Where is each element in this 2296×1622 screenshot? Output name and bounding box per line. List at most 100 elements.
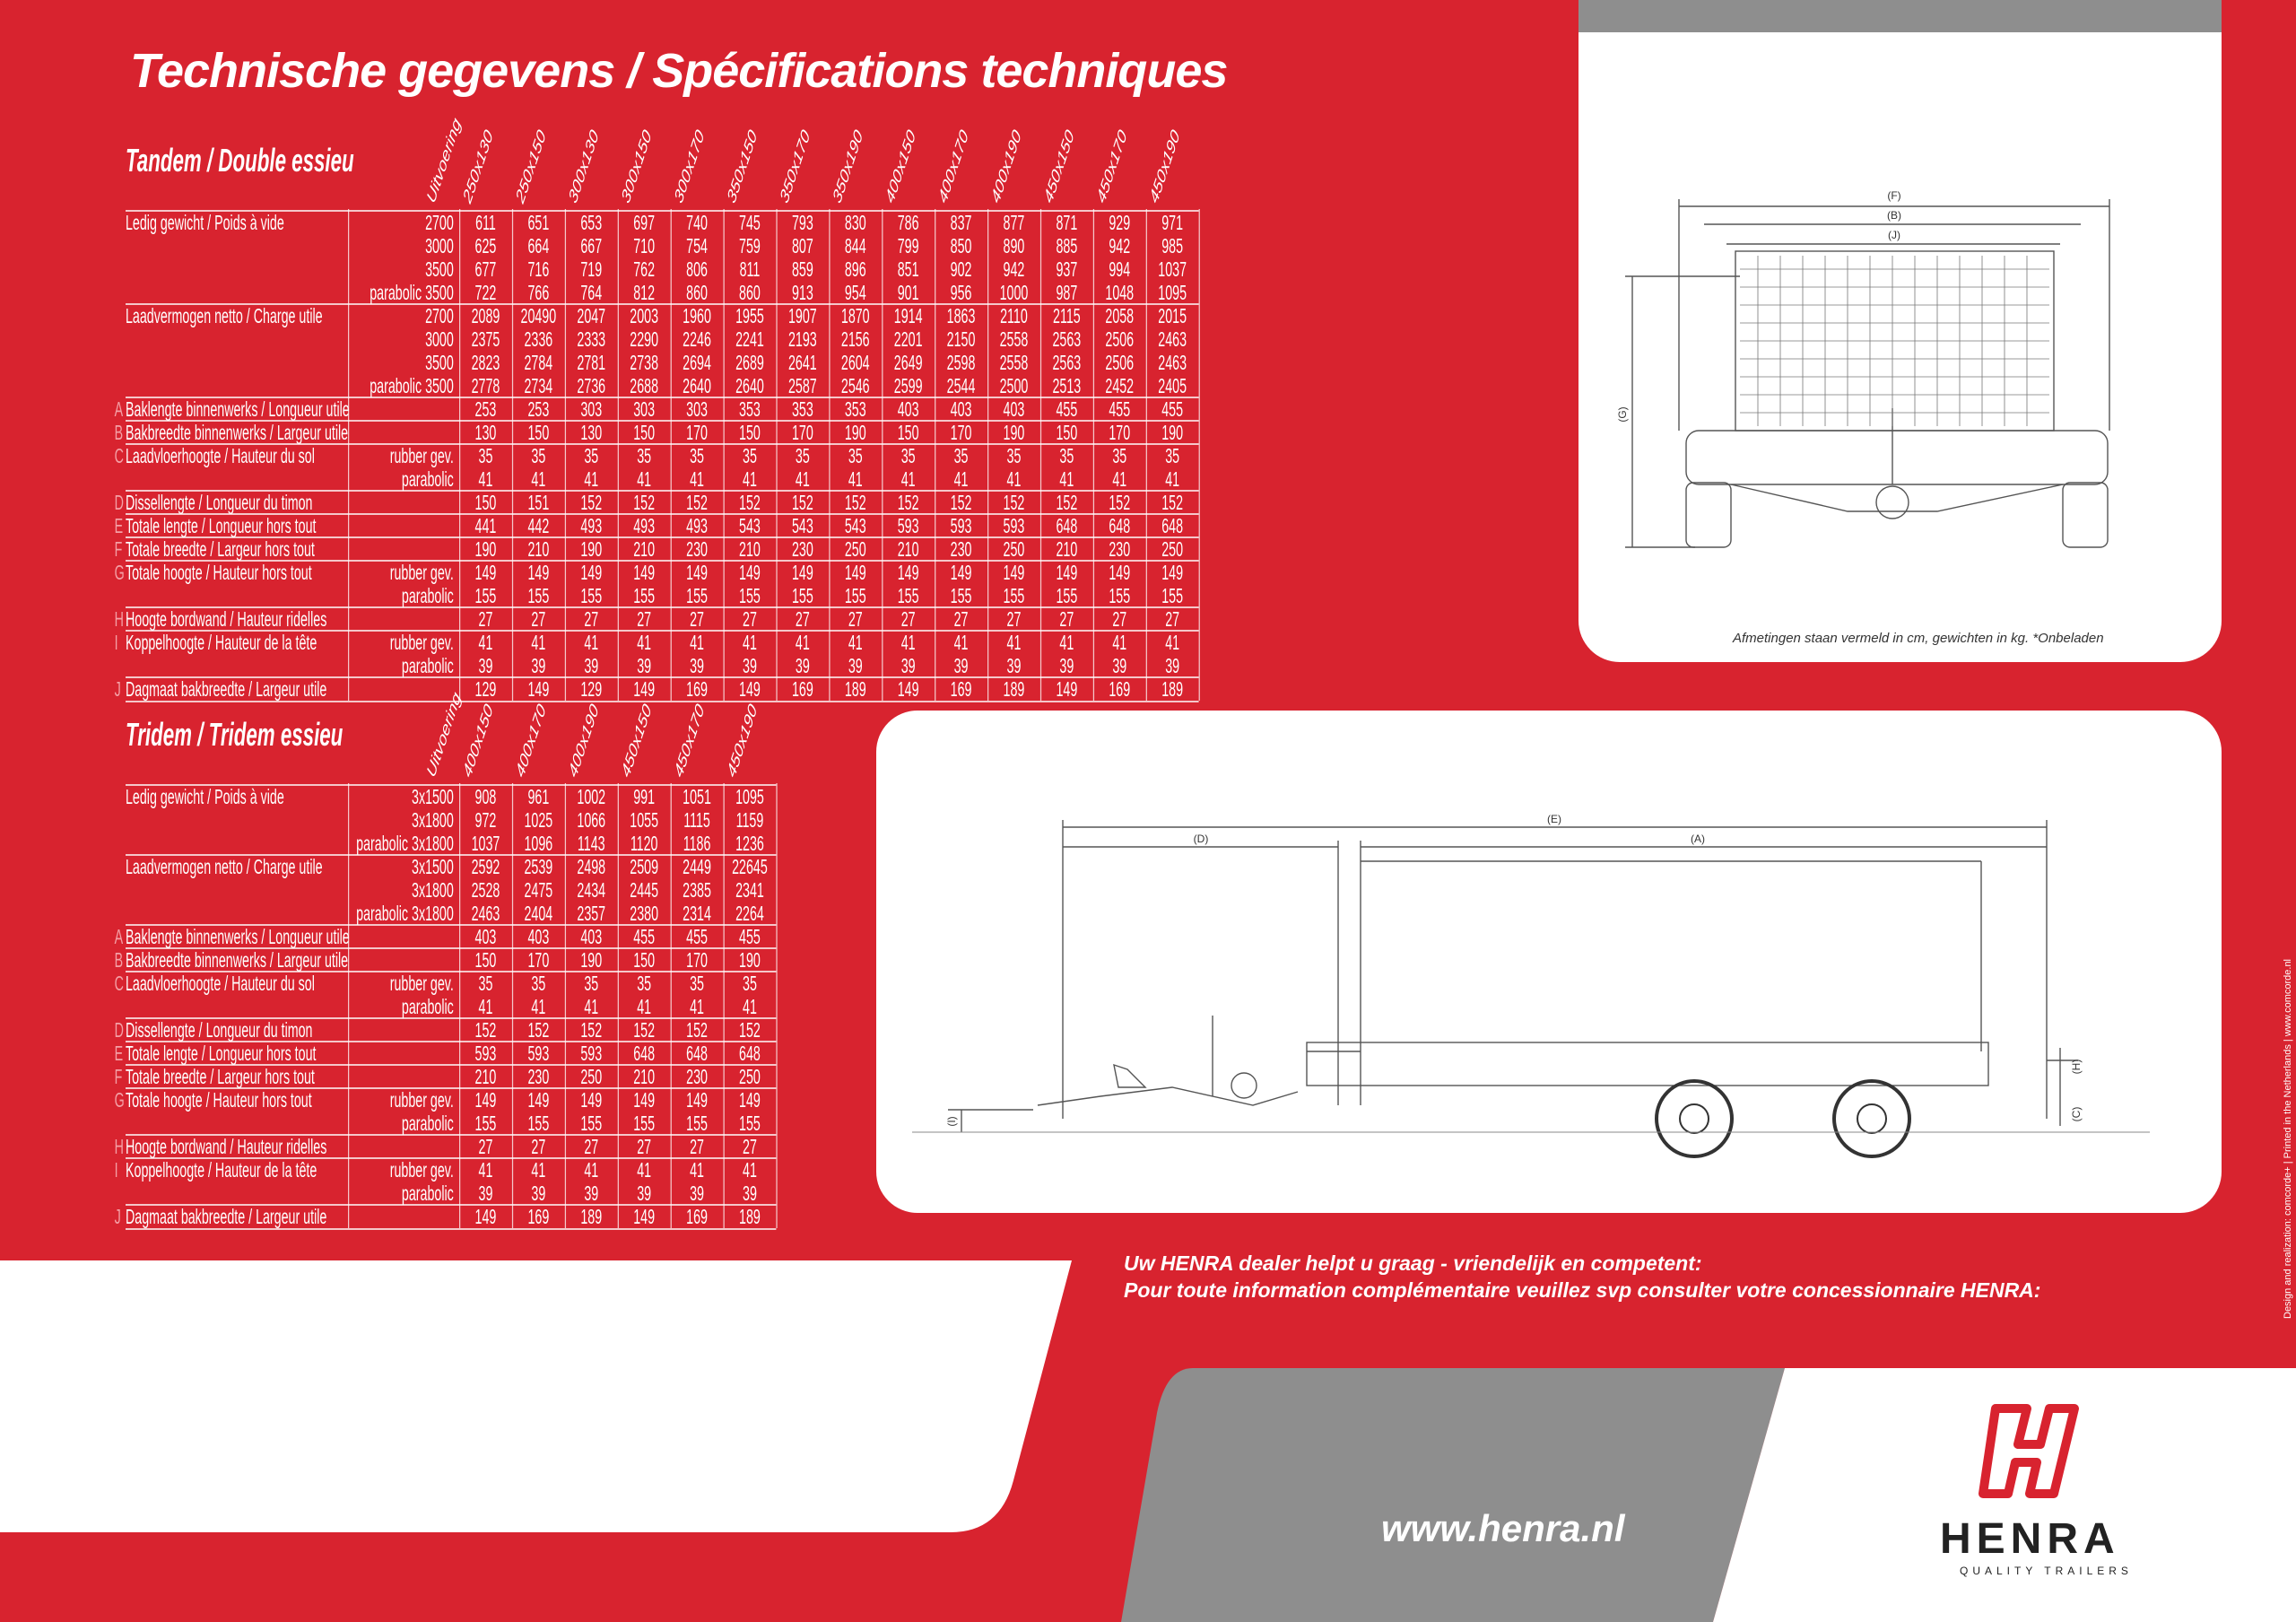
tandem-cell: 155: [739, 584, 761, 607]
tandem-cell: 593: [897, 514, 919, 537]
tandem-cell: 149: [1056, 677, 1078, 701]
tandem-cell: 2506: [1105, 351, 1135, 374]
tridem-cell: 155: [633, 1112, 656, 1135]
tridem-row-divider: [126, 1087, 777, 1089]
tandem-cell: 1955: [735, 304, 764, 327]
tandem-cell: 151: [527, 491, 550, 514]
tandem-cell: 149: [1056, 561, 1078, 584]
tandem-cell: 170: [686, 421, 708, 444]
tridem-cell: 22645: [732, 855, 768, 878]
tridem-cell: 41: [690, 1158, 704, 1182]
tridem-row-sub: 3x1500: [412, 785, 454, 808]
tridem-cell: 455: [686, 925, 708, 948]
tandem-cell: 149: [1109, 561, 1131, 584]
front-view-drawing: (F) (B) (J) (G): [1616, 189, 2110, 548]
tandem-cell: 667: [580, 234, 603, 257]
tridem-row-label: Dissellengte / Longueur du timon: [126, 1018, 313, 1042]
tandem-cell: 403: [950, 397, 972, 421]
tandem-cell: 954: [844, 281, 866, 304]
tandem-cell: 2563: [1052, 351, 1082, 374]
tandem-cell: 39: [531, 654, 546, 677]
tridem-cell: 149: [633, 1205, 656, 1228]
tridem-col-divider: [723, 783, 725, 1228]
tandem-row-letter: G: [114, 561, 125, 584]
tandem-cell: 39: [1059, 654, 1074, 677]
tridem-cell: 39: [478, 1182, 493, 1205]
tridem-cell: 170: [686, 948, 708, 972]
gray-top-bar: [1578, 0, 2222, 32]
tridem-cell: 41: [531, 995, 546, 1018]
tandem-cell: 719: [580, 257, 603, 281]
tandem-cell: 169: [950, 677, 972, 701]
tridem-cell: 230: [686, 1065, 708, 1088]
tandem-row-label: Bakbreedte binnenwerks / Largeur utile: [126, 421, 349, 444]
tridem-cell: 2463: [471, 902, 500, 925]
tandem-cell: 39: [584, 654, 599, 677]
tandem-cell: 35: [848, 444, 863, 467]
dealer-line-nl: Uw HENRA dealer helpt u graag - vriendel…: [1124, 1251, 1702, 1275]
tandem-cell: 1000: [999, 281, 1029, 304]
tridem-row-letter: C: [114, 972, 124, 995]
tridem-cell: 41: [478, 995, 493, 1018]
tridem-cell: 1002: [577, 785, 606, 808]
tandem-cell: 2513: [1052, 374, 1082, 397]
tandem-col-divider: [511, 209, 513, 701]
tridem-row-sub: 3x1800: [412, 878, 454, 902]
tandem-cell: 155: [950, 584, 972, 607]
tandem-cell: 759: [739, 234, 761, 257]
tandem-cell: 807: [791, 234, 813, 257]
tandem-cell: 2241: [735, 327, 764, 351]
tridem-cell: 2475: [524, 878, 553, 902]
tandem-cell: 27: [1006, 607, 1022, 631]
tandem-cell: 2604: [840, 351, 870, 374]
tandem-cell: 442: [527, 514, 550, 537]
tridem-row-sub: rubber gev.: [389, 1158, 454, 1182]
tandem-cell: 41: [900, 631, 916, 654]
tandem-cell: 2047: [577, 304, 606, 327]
tandem-cell: 2823: [471, 351, 500, 374]
tandem-cell: 722: [474, 281, 497, 304]
tandem-row-sub: 3000: [425, 327, 454, 351]
tridem-cell: 152: [633, 1018, 656, 1042]
tandem-cell: 190: [580, 537, 603, 561]
tridem-cell: 250: [739, 1065, 761, 1088]
tandem-cell: 169: [1109, 677, 1131, 701]
tandem-cell: 149: [950, 561, 972, 584]
tridem-cell: 455: [739, 925, 761, 948]
tandem-cell: 455: [1056, 397, 1078, 421]
tridem-cell: 2528: [471, 878, 500, 902]
tridem-row-sub: parabolic: [401, 995, 454, 1018]
tandem-cell: 250: [1161, 537, 1184, 561]
tandem-cell: 253: [474, 397, 497, 421]
tandem-cell: 543: [844, 514, 866, 537]
tandem-cell: 593: [1003, 514, 1025, 537]
tandem-cell: 2405: [1158, 374, 1187, 397]
side-drawing-panel: (E) (D) (A) (H) (C) (I): [876, 711, 2222, 1213]
tandem-row-divider: [126, 443, 1199, 445]
tandem-cell: 902: [950, 257, 972, 281]
tridem-cell: 152: [739, 1018, 761, 1042]
tandem-row-divider: [126, 210, 1199, 212]
tandem-cell: 2463: [1158, 327, 1187, 351]
website-link[interactable]: www.henra.nl: [1381, 1507, 1625, 1549]
tandem-row-letter: F: [114, 537, 123, 561]
tandem-cell: 149: [527, 561, 550, 584]
tandem-cell: 41: [953, 631, 969, 654]
tandem-row-sub: rubber gev.: [389, 561, 454, 584]
tridem-cell: 41: [743, 995, 757, 1018]
tridem-cell: 41: [637, 995, 652, 1018]
tandem-cell: 149: [791, 561, 813, 584]
